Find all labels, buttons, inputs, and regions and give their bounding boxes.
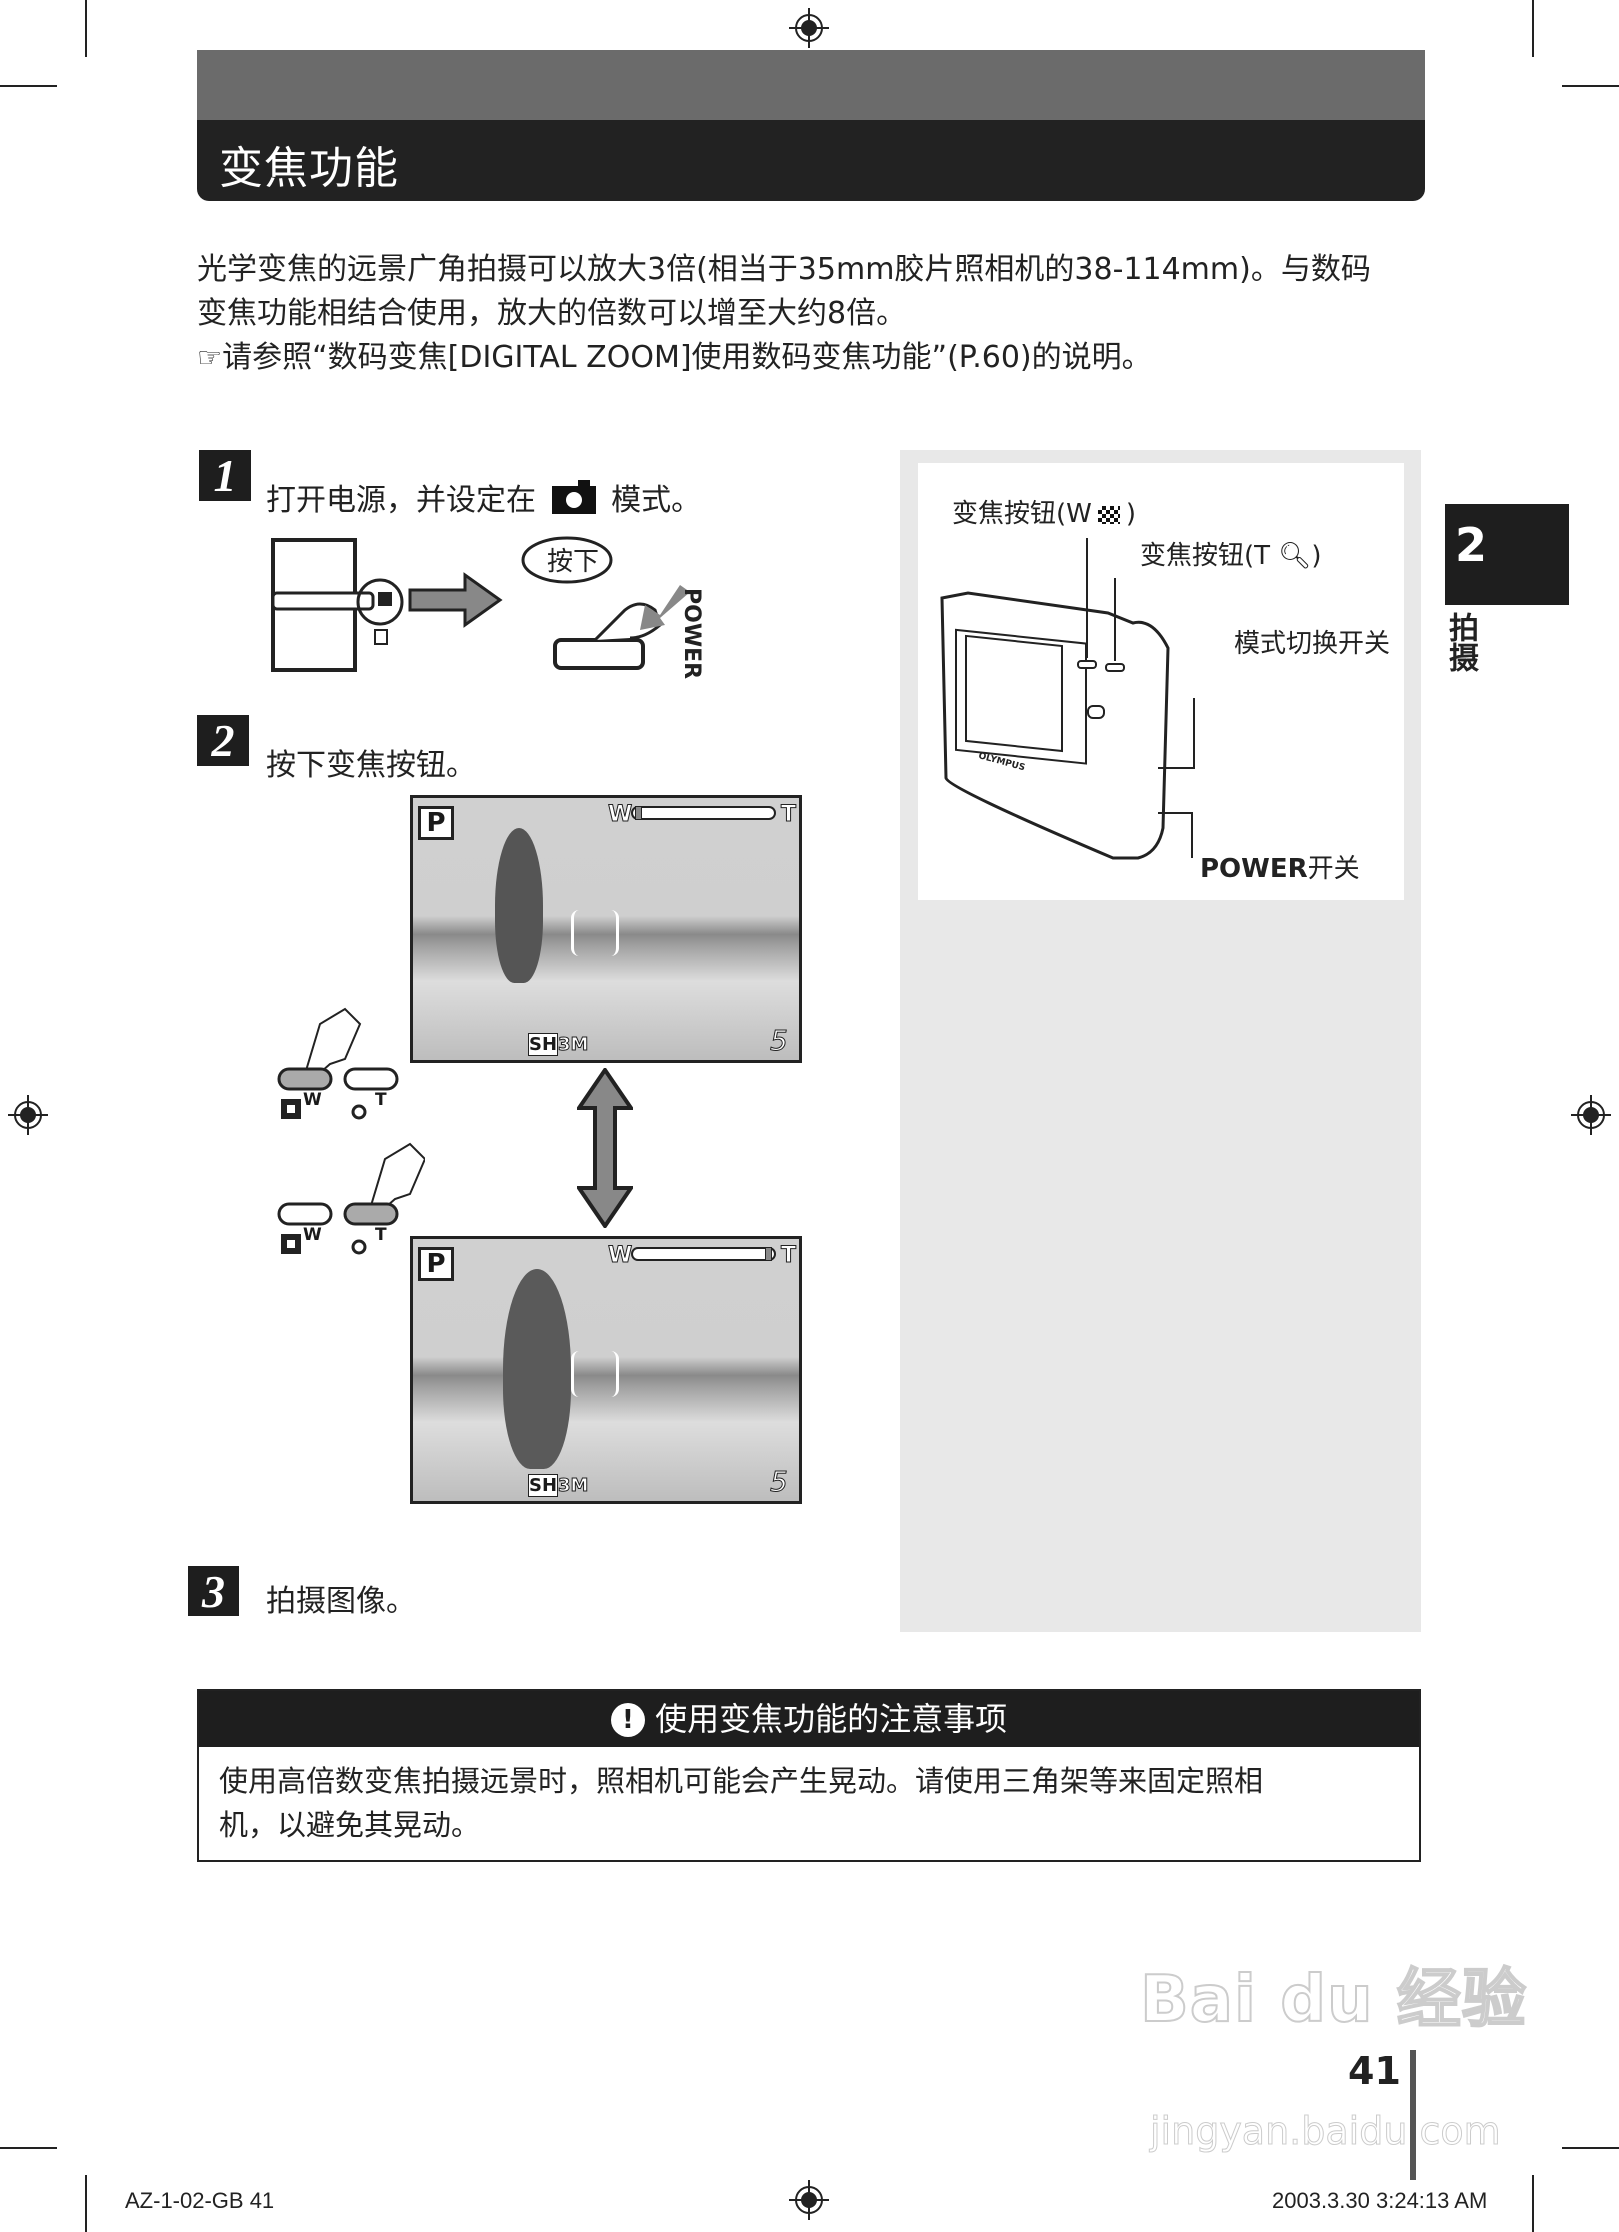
zoom-tele-label: T	[780, 802, 797, 828]
zoom-bar-knob	[765, 1247, 772, 1261]
mode-switch-label: 模式切换开关	[1234, 629, 1391, 659]
zoom-bar-knob	[635, 806, 642, 820]
step-1-text: 打开电源，并设定在 模式。	[266, 475, 701, 519]
power-switch-label: POWER开关	[1200, 848, 1360, 885]
step-text-part: 打开电源，并设定在	[266, 483, 536, 518]
frames-remaining: 5	[770, 1465, 789, 1499]
crop-mark	[1562, 85, 1619, 87]
watermark-url: jingyan.baidu.com	[1150, 2109, 1502, 2153]
pointing-hand-icon	[277, 1142, 425, 1255]
caution-line: 使用高倍数变焦拍摄远景时，照相机可能会产生晃动。请使用三角架等来固定照相	[219, 1764, 1264, 1798]
zoom-wide-label: W	[607, 1243, 633, 1269]
tree-image	[503, 1269, 571, 1469]
intro-line: 变焦功能相结合使用，放大的倍数可以增至大约8倍。	[197, 296, 907, 331]
zoom-bar	[631, 806, 776, 820]
crop-mark	[85, 2175, 87, 2232]
label-text: )	[1311, 541, 1322, 571]
caution-line: 机，以避免其晃动。	[219, 1808, 481, 1842]
label-text: POWER	[1200, 854, 1308, 884]
zoom-wide-label: W	[607, 802, 633, 828]
bubble-text: 按下	[547, 547, 599, 577]
camera-icon	[551, 480, 596, 514]
registration-mark-icon	[789, 2180, 829, 2220]
label-text: 开关	[1307, 854, 1360, 884]
quality-mode: SH	[528, 1033, 559, 1056]
chapter-label: 拍摄	[1443, 612, 1478, 672]
page-number-bar	[1410, 2050, 1416, 2180]
reference-text[interactable]: 请参照“数码变焦[DIGITAL ZOOM]使用数码变焦功能”(P.60)的说明…	[222, 340, 1152, 375]
frames-remaining: 5	[770, 1024, 789, 1058]
watermark-logo: Bai du 经验	[1139, 1963, 1527, 2037]
crop-mark	[1562, 2147, 1619, 2149]
af-frame	[571, 1351, 619, 1397]
camera-illustration: OLYMPUS	[940, 538, 1195, 860]
step-number: 1	[199, 450, 251, 501]
chapter-tab[interactable]: 2	[1445, 504, 1569, 605]
zoom-tele-label: T	[780, 1243, 797, 1269]
footer-timestamp: 2003.3.30 3:24:13 AM	[1272, 2188, 1488, 2213]
crop-mark	[0, 85, 57, 87]
camera-diagram: 变焦按钮(W) 变焦按钮(T 🔍︎) 模式切换开关 POWER开关 OLYMPU…	[918, 463, 1404, 900]
step-3-text: 拍摄图像。	[266, 1584, 416, 1619]
quality-indicator: SH3M	[528, 1474, 589, 1497]
footer-job-id: AZ-1-02-GB 41	[125, 2188, 275, 2213]
quality-indicator: SH3M	[528, 1033, 589, 1056]
caution-header: ! 使用变焦功能的注意事项	[199, 1691, 1419, 1747]
image-size: 3M	[558, 1475, 589, 1497]
image-size: 3M	[558, 1034, 589, 1056]
zoom-wide-press-illustration: W T	[275, 1004, 415, 1129]
zoom-bar	[631, 1247, 776, 1261]
af-frame	[571, 910, 619, 956]
caution-box: ! 使用变焦功能的注意事项 使用高倍数变焦拍摄远景时，照相机可能会产生晃动。请使…	[197, 1689, 1421, 1862]
t-label: T	[375, 1090, 387, 1110]
intro-line: 光学变焦的远景广角拍摄可以放大3倍(相当于35mm胶片照相机的38-114mm)…	[197, 252, 1371, 287]
lcd-screen-wide: P W T SH3M 5	[410, 795, 802, 1063]
label-text: )	[1125, 499, 1137, 529]
crop-mark	[0, 2147, 57, 2149]
step-number: 2	[197, 715, 249, 766]
power-label: POWER	[679, 588, 704, 679]
mode-indicator: P	[418, 1247, 454, 1281]
mode-indicator: P	[418, 806, 454, 840]
checker-icon	[1097, 506, 1120, 524]
crop-mark	[1532, 0, 1534, 57]
crop-mark	[85, 0, 87, 57]
section-header: 变焦功能	[197, 50, 1425, 201]
chapter-number: 2	[1455, 518, 1488, 572]
pointing-hand-icon	[277, 1007, 399, 1120]
page-number: 41	[1348, 2049, 1401, 2093]
lcd-screen-tele: P W T SH3M 5	[410, 1236, 802, 1504]
intro-text: 光学变焦的远景广角拍摄可以放大3倍(相当于35mm胶片照相机的38-114mm)…	[197, 248, 1371, 380]
w-label: W	[303, 1225, 322, 1245]
zoom-w-label: 变焦按钮(W)	[952, 493, 1136, 530]
registration-mark-icon	[8, 1095, 48, 1135]
double-arrow-icon	[577, 1068, 633, 1228]
step-2-text: 按下变焦按钮。	[266, 748, 476, 783]
w-label: W	[303, 1090, 322, 1110]
magnifier-icon: 🔍︎	[1270, 541, 1312, 571]
caution-title: 使用变焦功能的注意事项	[655, 1700, 1008, 1738]
quality-mode: SH	[528, 1474, 559, 1497]
pointing-hand-icon: ☞	[197, 341, 223, 374]
page-title: 变焦功能	[219, 143, 399, 194]
t-label: T	[375, 1225, 387, 1245]
registration-mark-icon	[789, 8, 829, 48]
exclamation-icon: !	[610, 1703, 645, 1737]
tree-image	[495, 828, 543, 983]
crop-mark	[1532, 2175, 1534, 2232]
registration-mark-icon	[1571, 1095, 1611, 1135]
step-text-part: 模式。	[611, 483, 702, 518]
label-text: 变焦按钮(T	[1140, 541, 1271, 571]
zoom-t-label: 变焦按钮(T 🔍︎)	[1140, 535, 1321, 572]
step-number: 3	[188, 1566, 239, 1617]
zoom-tele-press-illustration: W T	[275, 1139, 425, 1264]
reference-line: ☞请参照“数码变焦[DIGITAL ZOOM]使用数码变焦功能”(P.60)的说…	[197, 336, 1371, 380]
power-on-illustration: 按下 POWER	[271, 536, 704, 679]
label-text: 变焦按钮(W	[952, 499, 1092, 529]
